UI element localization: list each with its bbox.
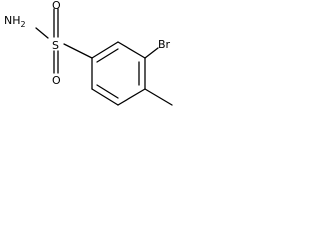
chemical-structure-diagram: NH2 O S O Br	[4, 0, 173, 106]
ring-bond-2	[117, 41, 146, 59]
bond-s-n	[35, 27, 49, 39]
ring-bond-4	[117, 88, 146, 106]
ring-inner-bond-a	[96, 48, 119, 63]
atom-label-br: Br	[158, 38, 171, 51]
atom-label-o-bottom: O	[52, 74, 61, 87]
atom-label-s: S	[52, 39, 59, 52]
ring-inner-bond-c	[96, 84, 119, 99]
nh2-subscript: 2	[21, 20, 26, 29]
ring-bond-1	[91, 41, 119, 59]
atom-label-o-top: O	[52, 0, 61, 12]
ring-bond-5	[91, 88, 119, 106]
nh-text: NH	[4, 14, 21, 27]
atom-label-nh2: NH2	[4, 14, 26, 29]
bond-s-ring	[63, 43, 93, 59]
bond-c-methyl	[144, 88, 173, 106]
bond-c-br	[144, 47, 159, 59]
